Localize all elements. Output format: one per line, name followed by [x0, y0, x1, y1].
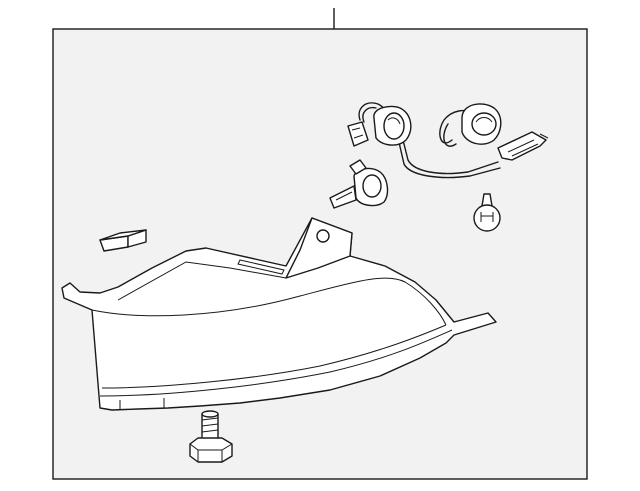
harness-plug	[347, 121, 369, 147]
round-bulb	[473, 193, 501, 232]
harness-connector	[497, 131, 549, 161]
lamp-housing	[61, 217, 497, 411]
retainer-clip	[99, 229, 147, 252]
wiring-harness	[358, 102, 501, 179]
bulb-socket-left	[373, 105, 412, 146]
wedge-bulb	[329, 159, 389, 209]
bulb-socket-right	[461, 103, 502, 145]
mounting-bolt	[189, 410, 233, 463]
